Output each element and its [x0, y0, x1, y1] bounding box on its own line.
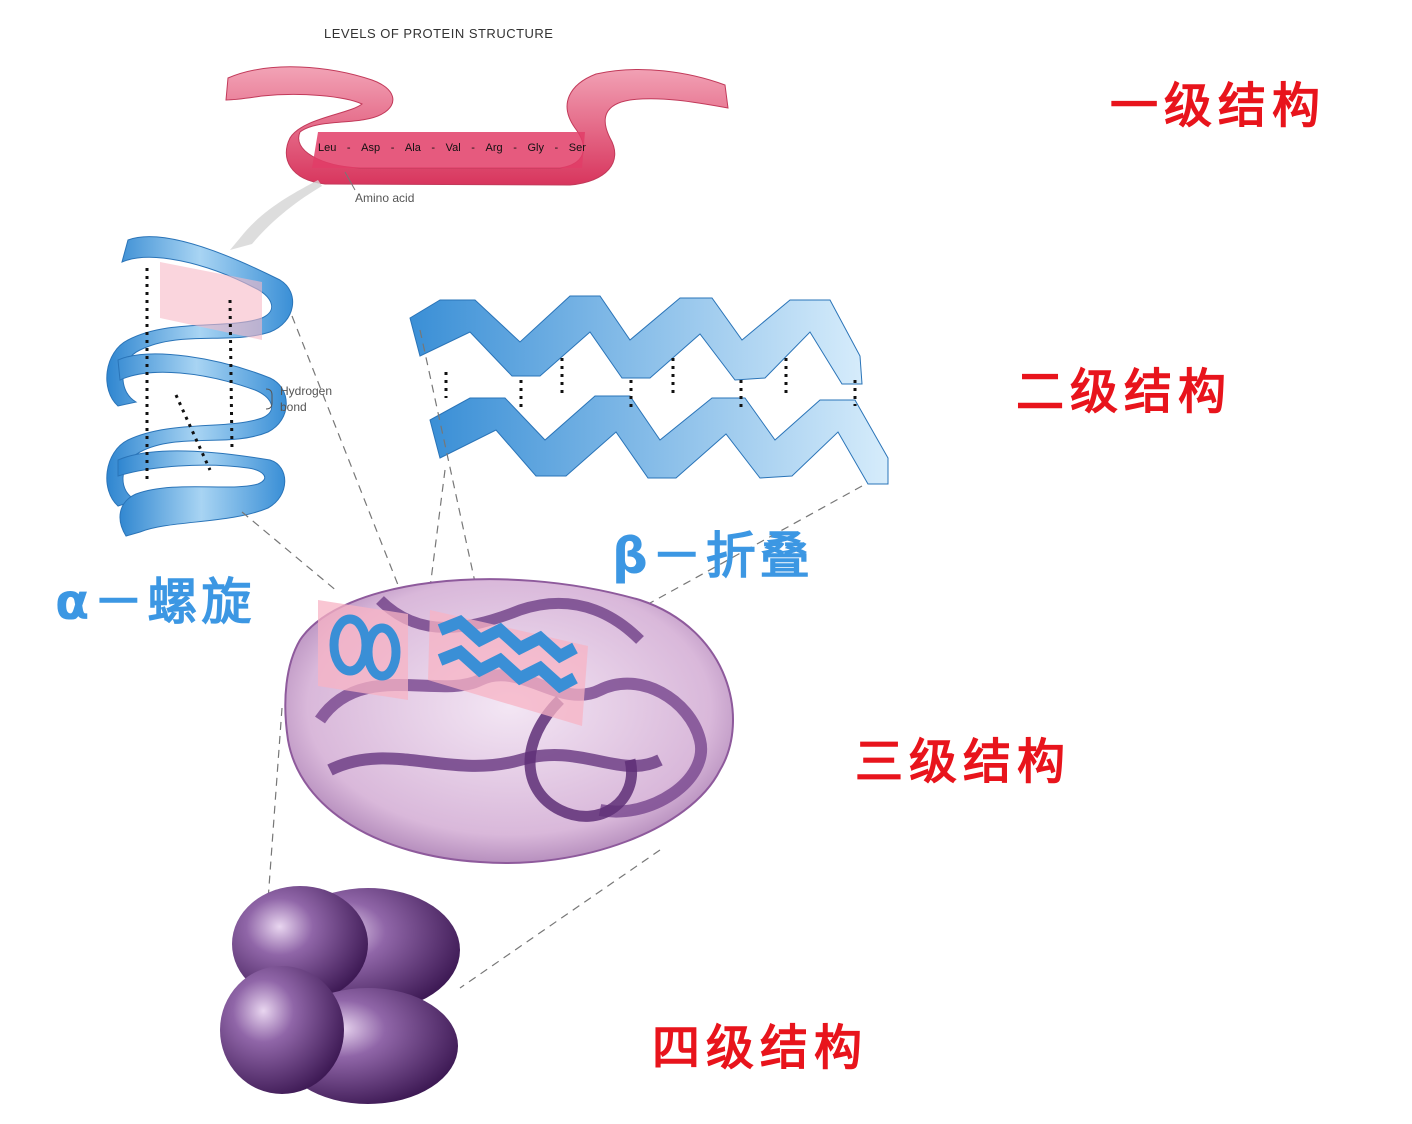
- amino-pointer-line: [344, 171, 356, 191]
- sequence-residue: Leu: [318, 142, 337, 154]
- sequence-residue: Arg: [485, 142, 503, 154]
- tertiary-structure: [284, 578, 734, 864]
- alpha-helix: [106, 236, 294, 537]
- amino-acid-label: Amino acid: [355, 191, 415, 205]
- figure-title: LEVELS OF PROTEIN STRUCTURE: [324, 26, 554, 41]
- sequence-residue: Val: [445, 142, 461, 154]
- hydrogen-bond-label-line2: bond: [280, 400, 307, 414]
- alpha-helix-label: α－螺旋: [55, 573, 256, 631]
- primary-structure-label: 一级结构: [1110, 78, 1327, 134]
- amino-acid-sequence: Leu- Asp- Ala- Val- Arg- Gly- Ser: [318, 142, 586, 154]
- beta-sheet-label: β－折叠: [612, 527, 814, 585]
- hydrogen-bond-label-line1: Hydrogen: [280, 384, 333, 398]
- primary-ribbon: [225, 66, 729, 186]
- secondary-structure-label: 二级结构: [1016, 364, 1233, 420]
- sequence-residue: Ala: [404, 142, 421, 154]
- primary-to-secondary-arrow: [230, 180, 322, 250]
- sequence-residue: Asp: [361, 142, 381, 154]
- sequence-residue: Gly: [527, 142, 544, 154]
- beta-sheet: [409, 295, 889, 485]
- quaternary-structure: [220, 886, 460, 1104]
- connector-lines: [241, 315, 863, 989]
- sequence-residue: Ser: [568, 142, 586, 154]
- tertiary-structure-label: 三级结构: [855, 734, 1072, 790]
- quaternary-structure-label: 四级结构: [652, 1020, 869, 1076]
